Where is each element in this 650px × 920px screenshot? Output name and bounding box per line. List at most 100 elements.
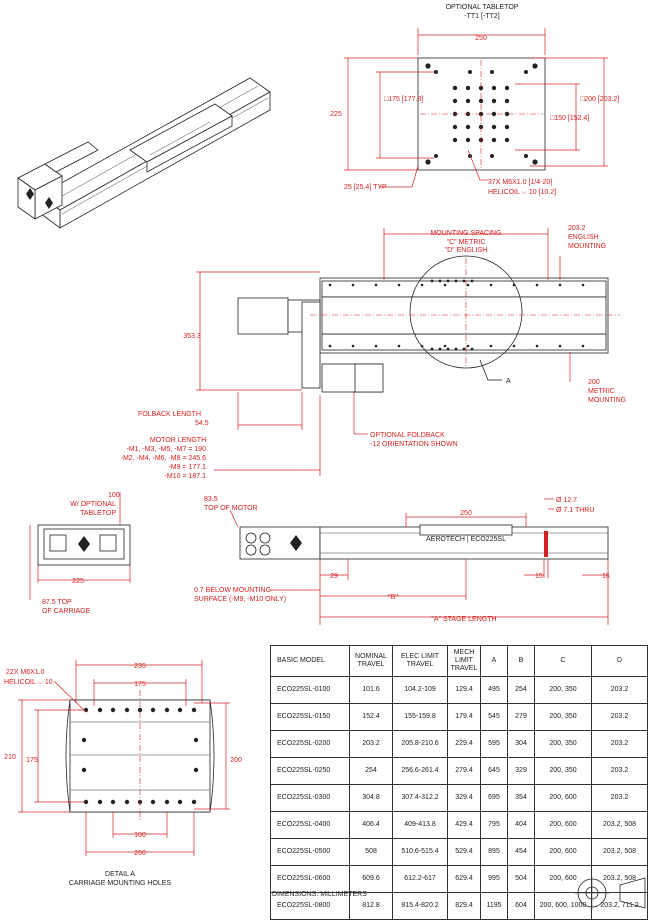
carriage-hole <box>150 707 156 713</box>
tabletop-hole <box>465 85 471 91</box>
tabletop-sq175-dim: □175 [177.8] <box>384 96 423 103</box>
foldback-orientation: -12 ORIENTATION SHOWN <box>370 441 458 448</box>
table-cell: 829.4 <box>447 892 481 920</box>
tabletop-sq200-dim: □200 [203.2] <box>580 96 619 103</box>
tabletop-hole <box>491 137 497 143</box>
mounting-hole <box>581 344 585 348</box>
carriage-hole <box>454 279 458 283</box>
tabletop-hole <box>491 124 497 130</box>
table-cell: ECO225SL-0500 <box>270 838 350 866</box>
carriage-hole <box>110 799 116 805</box>
table-cell: 504 <box>507 865 535 893</box>
table-cell: 510.6-515.4 <box>392 838 448 866</box>
mounting-spacing-label: MOUNTING SPACING <box>430 230 501 237</box>
tabletop-hole <box>452 124 458 130</box>
table-cell: 995 <box>480 865 508 893</box>
carriage-hole <box>97 799 103 805</box>
col-basic-model: BASIC MODEL <box>270 645 350 677</box>
carriage-hole <box>438 347 442 351</box>
model-spec-table: BASIC MODEL NOMINAL TRAVEL ELEC LIMIT TR… <box>270 645 648 920</box>
table-cell: 203.2 <box>591 703 648 731</box>
tabletop-hole <box>490 70 494 74</box>
carriage-hole <box>446 279 450 283</box>
tabletop-hole <box>524 70 528 74</box>
tabletop-hole <box>465 98 471 104</box>
tabletop-hole <box>468 70 472 74</box>
mounting-hole <box>374 283 378 287</box>
tabletop-hole <box>434 70 438 74</box>
table-cell: 203.2 <box>349 730 393 758</box>
mounting-hole <box>420 283 424 287</box>
table-cell: 404 <box>507 811 535 839</box>
table-cell: 205.8-210.6 <box>392 730 448 758</box>
mounting-hole <box>374 344 378 348</box>
carriage-hole <box>462 347 466 351</box>
english-mounting-label: ENGLISH <box>568 234 599 241</box>
carriage-hole <box>150 799 156 805</box>
table-cell: 545 <box>480 703 508 731</box>
detail-200-vertical-dim: 200 <box>230 757 242 764</box>
table-cell: ECO225SL-0200 <box>270 730 350 758</box>
table-cell: 179.4 <box>447 703 481 731</box>
carriage-hole <box>164 707 170 713</box>
carriage-hole <box>177 799 183 805</box>
side-29-dim: 29 <box>330 573 338 580</box>
detail-a-title: DETAIL A <box>105 871 135 878</box>
tabletop-corner-hole <box>425 63 431 69</box>
col-mech-limit: MECH LIMIT TRAVEL <box>447 645 481 677</box>
tabletop-option-label: W/ OPTIONAL <box>70 501 116 508</box>
mounting-spacing-d-label: "D" ENGLISH <box>445 247 488 254</box>
table-cell: 203.2 <box>591 676 648 704</box>
tabletop-corner-hole <box>532 63 538 69</box>
carriage-hole <box>446 347 450 351</box>
tabletop-hole <box>452 137 458 143</box>
motor-length-row-3: -M9 = 177.1 <box>168 464 206 471</box>
table-cell: 254 <box>349 757 393 785</box>
tabletop-hole <box>524 154 528 158</box>
table-cell: 595 <box>480 730 508 758</box>
isometric-view <box>17 77 271 229</box>
mounting-hole <box>466 344 470 348</box>
tabletop-hole <box>465 137 471 143</box>
carriage-hole <box>430 279 434 283</box>
tabletop-hole <box>504 124 510 130</box>
table-cell: 508 <box>349 838 393 866</box>
motor-top-value: 83.5 <box>204 496 218 503</box>
table-cell: 200, 350 <box>534 703 592 731</box>
tabletop-width-dim: 250 <box>475 35 487 42</box>
carriage-hole <box>193 767 199 773</box>
mounting-hole <box>558 283 562 287</box>
tabletop-hole <box>504 137 510 143</box>
table-cell: ECO225SL-0100 <box>270 676 350 704</box>
carriage-hole <box>124 707 130 713</box>
table-cell: 203.2, 508 <box>591 865 648 893</box>
carriage-hole <box>97 707 103 713</box>
col-nominal-travel: NOMINAL TRAVEL <box>349 645 393 677</box>
mounting-hole <box>489 283 493 287</box>
tabletop-height-value: 100 <box>108 492 120 499</box>
table-cell: ECO225SL-0400 <box>270 811 350 839</box>
motor-top-label: TOP OF MOTOR <box>204 505 258 512</box>
table-cell: 695 <box>480 784 508 812</box>
motor-length-row-1: -M1, -M3, -M5, -M7 = 190 <box>126 446 206 453</box>
mounting-hole <box>489 344 493 348</box>
metric-mounting-value: 200 <box>588 379 600 386</box>
motor-length-row-4: -M10 = 187.1 <box>165 473 207 480</box>
table-cell: 629.4 <box>447 865 481 893</box>
tabletop-hole <box>452 85 458 91</box>
detail-175-vertical-dim: 175 <box>26 757 38 764</box>
motor-length-row-2: -M2, -M4, -M6, -M8 = 245.6 <box>121 455 206 462</box>
mounting-spacing-c-label: "C" METRIC <box>447 239 486 246</box>
carriage-hole <box>454 347 458 351</box>
side-view: AEROTECH | ECO225SL 83.5 TOP OF MOTOR 25… <box>194 496 610 625</box>
table-cell: ECO225SL-0150 <box>270 703 350 731</box>
table-cell: 155-159.8 <box>392 703 448 731</box>
table-cell: 229.4 <box>447 730 481 758</box>
mounting-hole <box>466 283 470 287</box>
table-header-row: BASIC MODEL NOMINAL TRAVEL ELEC LIMIT TR… <box>270 645 648 677</box>
